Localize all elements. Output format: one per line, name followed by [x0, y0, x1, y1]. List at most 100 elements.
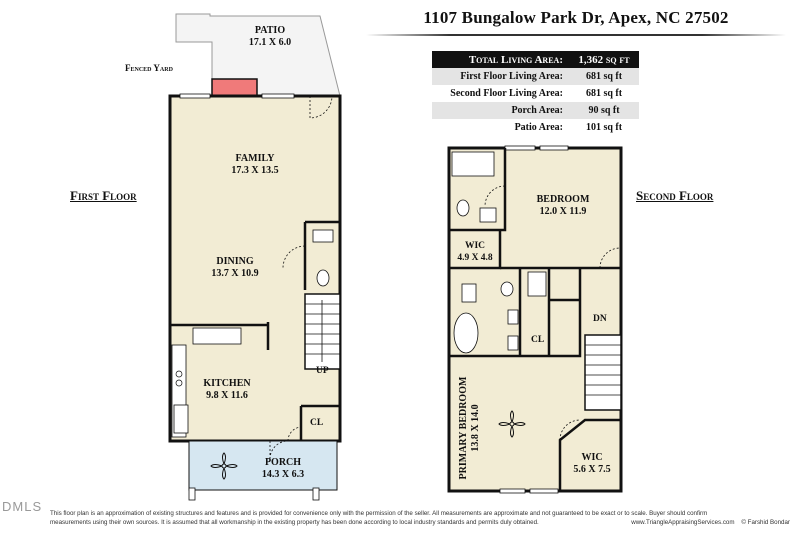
second-floor-label: Second Floor: [636, 188, 714, 203]
staircase: [584, 334, 622, 411]
primary-bath-wall: [449, 268, 582, 358]
door-swing: [309, 95, 333, 119]
room-name: WIC: [581, 452, 603, 463]
area-row-second-floor: Second Floor Living Area: 681 sq ft: [432, 85, 639, 102]
staircase: [304, 293, 341, 370]
area-value: 681 sq ft: [569, 68, 639, 85]
room-label-primary-bedroom: PRIMARY BEDROOM 13.8 X 14.0: [458, 368, 482, 488]
fenced-yard-label: Fenced Yard: [125, 63, 173, 73]
area-row-porch: Porch Area: 90 sq ft: [432, 102, 639, 119]
porch-post: [312, 487, 320, 501]
porch-area: [188, 440, 338, 491]
room-dimensions: 14.3 X 6.3: [261, 469, 305, 480]
fireplace: [211, 78, 258, 97]
stairs-down-label: DN: [593, 314, 607, 324]
window: [529, 488, 559, 494]
soaking-tub: [453, 312, 479, 354]
toilet: [316, 269, 330, 287]
closet-label: CL: [310, 418, 324, 428]
front-door-swing: [269, 440, 289, 461]
area-summary-table: Total Living Area: 1,362 sq ft First Flo…: [432, 51, 639, 136]
area-row-first-floor: First Floor Living Area: 681 sq ft: [432, 68, 639, 85]
property-address-title: 1107 Bungalow Park Dr, Apex, NC 27502: [423, 8, 729, 27]
area-value: 101 sq ft: [585, 122, 623, 133]
stair-treads: [305, 303, 340, 355]
stove-burner: [175, 370, 183, 378]
room-label-patio: PATIO 17.1 X 6.0: [230, 25, 310, 49]
door-swing: [559, 419, 581, 441]
area-value: 90 sq ft: [569, 102, 639, 119]
ceiling-fan-icon: [498, 410, 526, 438]
window: [504, 145, 536, 151]
toilet: [456, 199, 470, 217]
first-floor-label: First Floor: [70, 188, 137, 203]
room-dimensions: 4.9 X 4.8: [457, 253, 493, 263]
area-row-total: Total Living Area: 1,362 sq ft: [432, 51, 639, 68]
area-label: Patio Area:: [514, 122, 563, 133]
kitchen-sink-counter: [192, 327, 242, 345]
window: [499, 488, 526, 494]
room-dimensions: 12.0 X 11.9: [539, 206, 587, 217]
sink: [479, 207, 497, 223]
room-label-bedroom: BEDROOM 12.0 X 11.9: [518, 194, 608, 218]
room-dimensions: 5.6 X 7.5: [573, 464, 611, 475]
room-label-wic: WIC 5.6 X 7.5: [563, 452, 621, 476]
area-label: Second Floor Living Area:: [450, 88, 563, 99]
room-name: PRIMARY BEDROOM: [458, 376, 469, 480]
area-label: Total Living Area:: [432, 51, 569, 68]
room-name: DINING: [216, 256, 254, 267]
window: [539, 145, 569, 151]
porch-post: [188, 487, 196, 501]
room-label-porch: PORCH 14.3 X 6.3: [243, 457, 323, 481]
powder-room-wall: [303, 220, 340, 290]
area-label: Porch Area:: [432, 102, 569, 119]
footer-credits: www.TriangleAppraisingServices.com © Far…: [631, 518, 790, 527]
window: [179, 93, 211, 99]
room-name: PORCH: [264, 457, 302, 468]
room-name: KITCHEN: [203, 378, 251, 389]
room-name: WIC: [464, 241, 486, 251]
closet-label: CL: [531, 335, 545, 345]
refrigerator: [173, 404, 189, 434]
sink: [312, 229, 334, 243]
room-dimensions: 17.1 X 6.0: [248, 37, 292, 48]
title-divider: [366, 34, 786, 36]
room-label-family: FAMILY 17.3 X 13.5: [210, 153, 300, 177]
door-swing: [599, 247, 621, 269]
room-dimensions: 13.7 X 10.9: [211, 268, 259, 279]
room-name: PATIO: [254, 25, 286, 36]
toilet: [500, 281, 514, 297]
disclaimer-footer: This floor plan is an approximation of e…: [50, 509, 790, 527]
room-dimensions: 17.3 X 13.5: [231, 165, 279, 176]
footer-website: www.TriangleAppraisingServices.com: [631, 519, 735, 526]
ceiling-fan-icon: [210, 452, 238, 480]
mls-watermark: DMLS: [2, 499, 43, 514]
wic-wall: [558, 418, 621, 491]
shower: [527, 271, 547, 297]
room-name: FAMILY: [235, 153, 275, 164]
room-label-wic: WIC 4.9 X 4.8: [452, 240, 498, 264]
room-label-dining: DINING 13.7 X 10.9: [190, 256, 280, 280]
closet-wall: [299, 404, 340, 441]
vanity: [461, 283, 477, 303]
room-dimensions: 9.8 X 11.6: [206, 390, 248, 401]
door-swing: [484, 185, 506, 207]
footer-copyright: © Farshid Bondar: [741, 519, 790, 526]
area-row-patio: Patio Area: 101 sq ft: [432, 119, 639, 136]
area-value: 1,362 sq ft: [569, 51, 639, 68]
stove-burner: [175, 379, 183, 387]
room-label-kitchen: KITCHEN 9.8 X 11.6: [187, 378, 267, 402]
disclaimer-line: measurements using their own sources. It…: [50, 519, 539, 526]
bath-wall: [449, 148, 507, 232]
area-value: 681 sq ft: [585, 88, 623, 99]
room-dimensions: 13.8 X 14.0: [470, 404, 481, 452]
stairs-up-label: UP: [316, 366, 329, 376]
window: [261, 93, 295, 99]
bathtub: [451, 151, 495, 177]
first-floor-area: [170, 96, 340, 441]
door-swing: [287, 426, 302, 442]
door-swing: [282, 245, 306, 269]
area-label: First Floor Living Area:: [432, 68, 569, 85]
sink: [507, 335, 519, 351]
